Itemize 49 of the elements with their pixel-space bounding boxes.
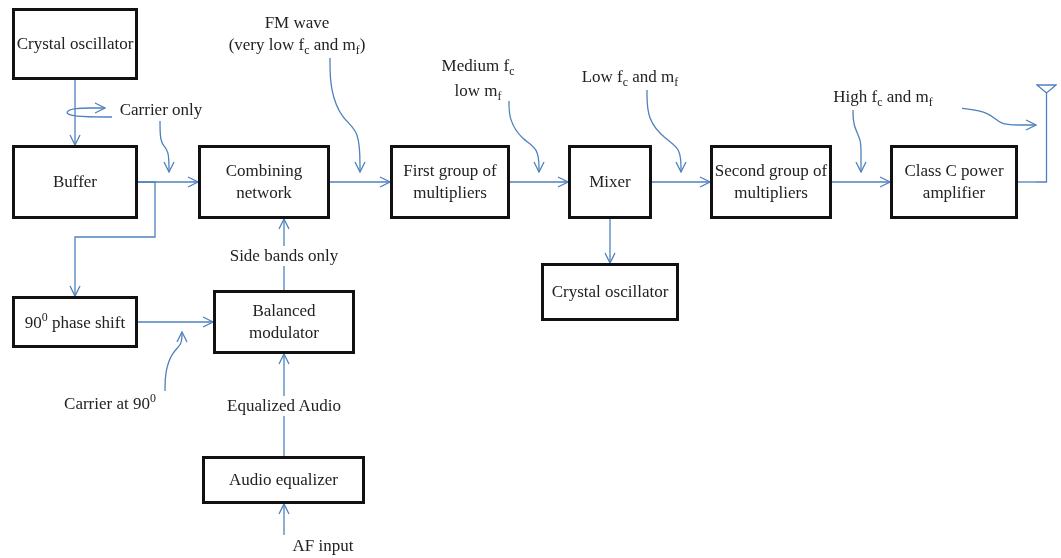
arrow <box>69 79 81 146</box>
block-label: Second group of multipliers <box>713 159 829 204</box>
leader-line <box>66 102 113 118</box>
leader-line <box>646 89 687 173</box>
arrow <box>651 176 711 188</box>
arrow <box>329 176 391 188</box>
antenna-drawing <box>1036 82 1057 184</box>
block-label: Buffer <box>52 170 98 193</box>
process-block <box>568 145 652 219</box>
process-block <box>213 290 355 354</box>
signal-annotation: High f$_{c}$ and m$_{f}$ <box>804 86 962 110</box>
block-label: Crystal oscillator <box>16 32 134 55</box>
leader-line <box>159 120 175 173</box>
block-label: Class C power amplifier <box>903 159 1005 204</box>
process-block <box>12 296 138 348</box>
process-block <box>541 263 679 321</box>
signal-annotation: Medium f$_{c}$ low m$_{f}$ <box>428 55 528 101</box>
signal-annotation: Low f$_{c}$ and m$_{f}$ <box>563 66 697 90</box>
process-block <box>202 456 365 504</box>
arrow <box>961 107 1037 131</box>
process-block <box>890 145 1018 219</box>
process-block <box>710 145 832 219</box>
block-label: Combining network <box>224 159 304 204</box>
block-label: First group of multipliers <box>402 159 498 204</box>
process-block <box>12 145 138 219</box>
block-label: Crystal oscillator <box>551 280 669 303</box>
signal-annotation: AF input <box>278 535 368 557</box>
signal-annotation: Carrier only <box>105 99 217 121</box>
block-label: Audio equalizer <box>228 468 338 491</box>
arrow <box>604 218 616 264</box>
leader-line <box>508 100 545 173</box>
leader-line <box>164 331 188 392</box>
edge-label: Equalized Audio <box>224 396 344 416</box>
process-block <box>390 145 510 219</box>
signal-annotation: FM wave (very low f$_{c}$ and m$_{f}$) <box>226 12 368 58</box>
signal-annotation: Carrier at 90$^{0}$ <box>46 391 174 415</box>
leader-line <box>852 109 867 173</box>
leader-line <box>329 57 366 173</box>
process-block <box>12 8 138 80</box>
arrow <box>509 176 569 188</box>
arrow <box>278 503 290 536</box>
arrow <box>831 176 891 188</box>
block-label: 90$^{0}$ phase shift <box>24 310 126 334</box>
block-label: Balanced modulator <box>248 299 320 344</box>
block-label: Mixer <box>589 170 631 193</box>
arrow <box>137 316 214 328</box>
arrow <box>69 181 156 297</box>
process-block <box>198 145 330 219</box>
connector-line <box>1017 181 1037 183</box>
